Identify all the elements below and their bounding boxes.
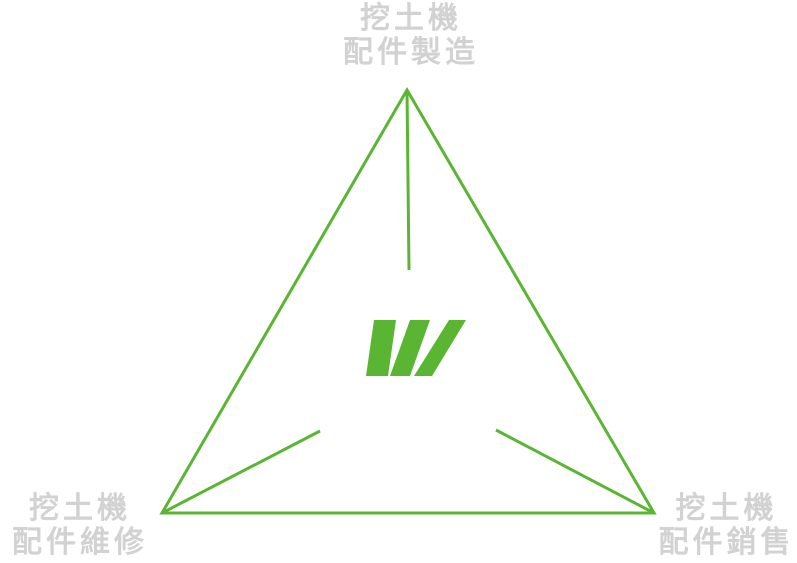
node-right-line2: 配件銷售 — [658, 525, 795, 560]
connector-top — [405, 89, 411, 271]
node-label-right: 挖土機 配件銷售 — [654, 492, 797, 560]
w-logo — [366, 320, 466, 376]
node-right-line1: 挖土機 — [675, 491, 778, 526]
node-left-line2: 配件維修 — [12, 525, 148, 560]
triangle-outline — [159, 87, 657, 515]
node-top-line1: 挖土機 — [360, 1, 462, 36]
connector-left — [161, 429, 321, 515]
connector-right — [495, 428, 655, 515]
node-top-line2: 配件製造 — [343, 35, 479, 70]
node-label-top: 挖土機 配件製造 — [336, 2, 486, 70]
node-label-left: 挖土機 配件維修 — [0, 492, 160, 560]
node-left-line1: 挖土機 — [29, 491, 131, 526]
